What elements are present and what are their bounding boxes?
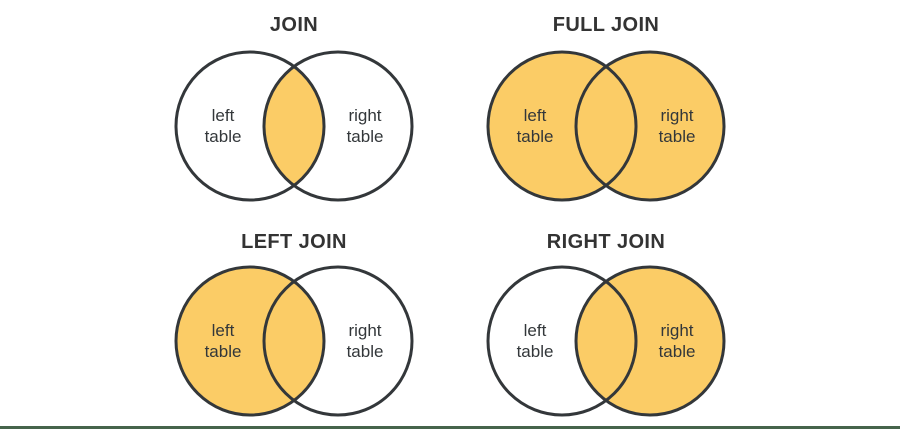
left-table-label: left table — [175, 105, 271, 147]
label-line: right — [660, 106, 694, 125]
label-line: right — [348, 106, 382, 125]
right-circle-outline — [262, 265, 414, 417]
panel-left-join: LEFT JOIN left table right table — [174, 217, 414, 433]
venn-diagram-left-join — [174, 265, 414, 417]
bottom-divider — [0, 426, 900, 429]
label-line: right — [660, 321, 694, 340]
diagram-title: RIGHT JOIN — [546, 231, 666, 253]
right-circle-outline — [574, 265, 726, 417]
label-line: table — [516, 342, 554, 361]
label-line: table — [658, 127, 696, 146]
label-line: right — [348, 321, 382, 340]
intersection-fill — [264, 52, 324, 200]
right-table-label: right table — [317, 105, 413, 147]
left-table-label: left table — [487, 105, 583, 147]
left-circle-outline — [174, 50, 326, 202]
diagram-title: FULL JOIN — [552, 14, 660, 36]
right-circle-fill — [576, 52, 724, 200]
label-line: left — [211, 106, 235, 125]
panel-right-join: RIGHT JOIN left table right table — [486, 217, 726, 433]
label-line: left — [523, 106, 547, 125]
left-circle-fill — [176, 267, 324, 415]
label-line: table — [204, 342, 242, 361]
left-circle-outline — [486, 265, 638, 417]
diagram-title: LEFT JOIN — [241, 231, 347, 253]
left-circle-outline — [174, 265, 326, 417]
right-circle-fill — [576, 267, 724, 415]
right-table-label: right table — [317, 320, 413, 362]
left-circle-outline — [486, 50, 638, 202]
label-line: table — [658, 342, 696, 361]
label-line: table — [346, 127, 384, 146]
right-table-label: right table — [629, 105, 725, 147]
right-table-label: right table — [629, 320, 725, 362]
venn-diagram-join — [174, 50, 414, 202]
label-line: table — [346, 342, 384, 361]
left-table-label: left table — [175, 320, 271, 362]
label-line: table — [516, 127, 554, 146]
label-line: left — [523, 321, 547, 340]
venn-diagram-right-join — [486, 265, 726, 417]
label-line: left — [211, 321, 235, 340]
panel-full-join: FULL JOIN left table right table — [486, 0, 726, 216]
label-line: table — [204, 127, 242, 146]
venn-diagram-full-join — [486, 50, 726, 202]
panel-join: JOIN left table right table — [174, 0, 414, 216]
right-circle-outline — [574, 50, 726, 202]
right-circle-outline — [262, 50, 414, 202]
left-table-label: left table — [487, 320, 583, 362]
diagram-title: JOIN — [269, 14, 319, 36]
